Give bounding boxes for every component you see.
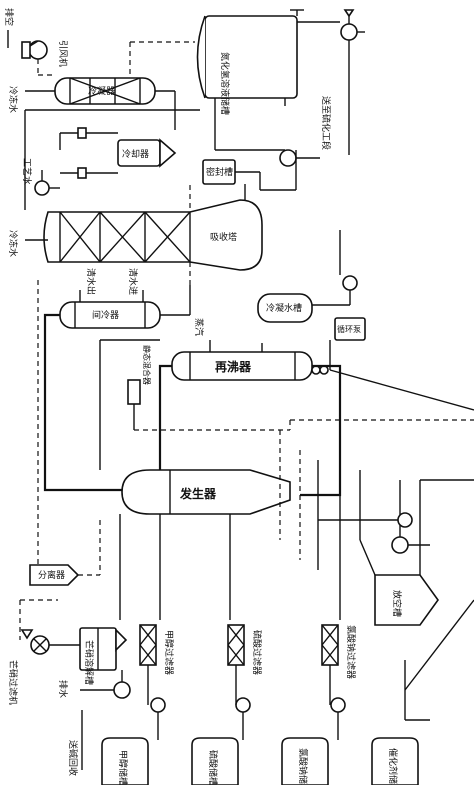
acid-filter — [227, 624, 245, 666]
to-workshop-label: 送至硫化工段 — [320, 96, 332, 150]
generator-label: 发生器 — [179, 486, 217, 501]
chlorate-filter — [321, 624, 339, 666]
static-mixer-label: 静态混合器 — [142, 345, 152, 385]
slurry-filter-label: 芒硝过滤机 — [7, 660, 19, 705]
acid-filter-label: 硫酸过滤器 — [251, 630, 263, 675]
chlorate-tank — [281, 737, 329, 785]
pump-right-upper-2 — [318, 512, 413, 528]
tank-top-right-label: 氮化氢溶液储槽 — [219, 52, 231, 115]
pump-lower-left — [80, 670, 131, 699]
separator-label: 分离器 — [38, 569, 65, 581]
absorption-tower — [43, 199, 263, 271]
cooler-small-label: 冷却器 — [122, 148, 149, 160]
pump-top-right — [297, 9, 365, 45]
dilute-tank-label: 芒硝溶解槽 — [83, 640, 95, 685]
waste-tank — [374, 574, 439, 626]
methanol-tank-label: 甲醇储槽 — [117, 750, 129, 785]
pump-right-upper — [312, 275, 358, 306]
absorber-top-label: 冷凝器 — [88, 85, 115, 97]
circ-pump-label: 循环泵 — [337, 324, 361, 334]
pump-methanol — [147, 665, 166, 740]
induced-fan-label: 引风机 — [57, 40, 69, 67]
circulation-pump — [334, 317, 366, 341]
steam-label: 蒸汽 — [193, 318, 205, 336]
methanol-filter — [139, 624, 157, 666]
to-recovery-label: 送碱回收 — [67, 740, 79, 776]
catalyst-tank-label: 催化剂储槽 — [387, 748, 399, 785]
methanol-tank — [101, 737, 149, 785]
seal-tank-label: 密封槽 — [206, 166, 233, 178]
waste-tank-label: 放空槽 — [391, 590, 403, 617]
chlorate-tank-label: 氯酸钠储槽 — [297, 748, 309, 785]
induced-fan — [21, 40, 48, 60]
generator — [121, 469, 291, 515]
methanol-filter-label: 甲醇过滤器 — [163, 630, 175, 675]
pump-right-mid — [391, 480, 430, 554]
absorption-tower-label: 吸收塔 — [210, 231, 237, 243]
sulfuric-tank — [191, 737, 239, 785]
pump-middle-top — [279, 149, 320, 167]
pump-acid — [235, 665, 251, 740]
cold-water-tank — [257, 293, 313, 323]
clean-water-out-label: 清水出 — [85, 268, 97, 295]
cold-water-2-label: 冷冻水 — [7, 230, 19, 257]
intercooler-label: 间冷器 — [92, 309, 119, 321]
slurry-filter — [20, 629, 50, 655]
pump-left-upper — [34, 170, 60, 196]
process-water-label: 工艺水 — [21, 158, 33, 185]
separator — [29, 564, 80, 586]
cold-water-1-label: 冷冻水 — [7, 86, 19, 113]
cold-water-tank-label: 冷凝水槽 — [266, 302, 302, 314]
reboiler-label: 再沸器 — [215, 359, 252, 374]
clean-water-in-label: 清水进 — [127, 268, 139, 295]
static-mixer — [127, 379, 141, 405]
chlorate-filter-label: 氯酸钠过滤器 — [345, 625, 357, 679]
vent-top-label: 排空 — [3, 8, 15, 26]
small-cooler — [117, 138, 177, 168]
drain-water-label: 排水 — [57, 680, 69, 698]
hydrogen-solution-tank — [196, 9, 304, 106]
pump-chlorate — [329, 665, 346, 740]
sulfuric-tank-label: 硫酸储槽 — [207, 750, 219, 785]
dilute-tank — [79, 627, 128, 671]
catalyst-tank — [371, 737, 419, 785]
